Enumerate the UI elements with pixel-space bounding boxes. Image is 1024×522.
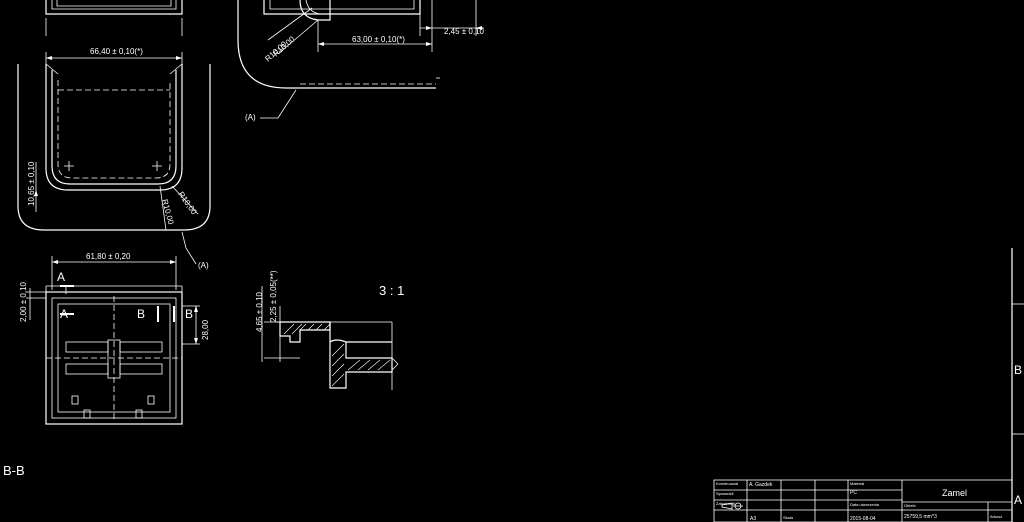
section-mark-a-bottom: A bbox=[60, 307, 68, 321]
ref-a-top: (A) bbox=[245, 113, 256, 122]
front-view bbox=[26, 256, 200, 425]
drawing-date-label: Data utworzenia bbox=[850, 502, 880, 507]
dim-2-45: 2,45 ± 0,10 bbox=[444, 27, 485, 36]
sheet-frame bbox=[1011, 248, 1024, 522]
dim-2-00: 2,00 ± 0,10 bbox=[19, 281, 28, 322]
checked-label: Sprawdził bbox=[716, 491, 733, 496]
middle-view bbox=[17, 52, 211, 265]
designer-name: A. Gazdek bbox=[749, 482, 773, 488]
material-label: Materiał bbox=[850, 481, 864, 486]
material-value: PC bbox=[850, 490, 857, 496]
dim-28-00: 28,00 bbox=[201, 319, 210, 340]
dim-66-40: 66,40 ± 0,10(*) bbox=[90, 47, 143, 56]
dim-63-00: 63,00 ± 0,10(*) bbox=[352, 35, 405, 44]
dim-2-25: 2,25 ± 0,05(**) bbox=[269, 270, 278, 322]
title-block bbox=[713, 479, 1013, 522]
dim-10-65: 10,65 ± 0,10 bbox=[27, 161, 36, 206]
dim-4-65: 4,65 ± 0,10 bbox=[255, 291, 264, 332]
zone-label-b: B bbox=[1014, 363, 1022, 377]
object-label: Obiekt bbox=[904, 503, 916, 508]
detail-view bbox=[261, 286, 399, 390]
dim-r10-b2: R10,00 bbox=[176, 190, 198, 217]
scale-label: Skala bbox=[783, 515, 794, 520]
section-mark-b-left: B bbox=[137, 307, 145, 321]
dim-r10-b1: R10,00 bbox=[160, 198, 176, 226]
section-bb-label: B-B bbox=[3, 463, 25, 478]
ref-a-mid: (A) bbox=[198, 261, 209, 270]
drawing-date: 2015-08-04 bbox=[850, 516, 876, 522]
zone-label-a: A bbox=[1014, 493, 1022, 507]
detail-scale-label: 3 : 1 bbox=[379, 283, 404, 298]
designer-label: Konstruował bbox=[716, 481, 738, 486]
section-mark-b-right: B bbox=[185, 307, 193, 321]
top-plan-view bbox=[237, 0, 484, 119]
drawing-title: Zamel bbox=[942, 488, 967, 498]
sheet-label: Arkusz bbox=[990, 514, 1002, 519]
volume-value: 25759,5 mm^3 bbox=[904, 514, 937, 520]
format-value: A3 bbox=[750, 516, 756, 522]
section-mark-a-top: A bbox=[57, 270, 65, 284]
approved-label: Zatwierdził bbox=[716, 501, 735, 506]
top-partial-view bbox=[45, 0, 183, 36]
dim-61-80: 61,80 ± 0,20 bbox=[86, 252, 131, 261]
